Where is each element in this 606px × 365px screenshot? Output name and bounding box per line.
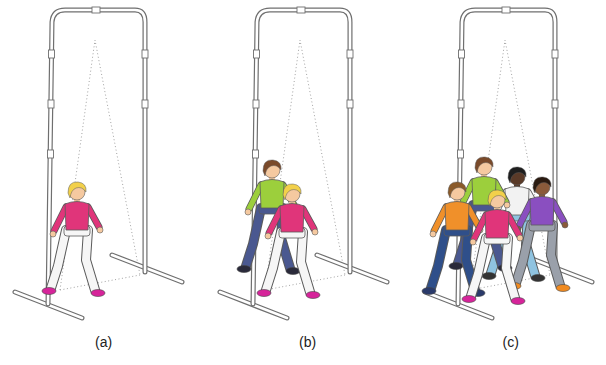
panel-label: (c) [503,334,519,350]
panel-label: (a) [95,334,112,350]
panel-b [220,7,387,318]
panel-c [422,7,592,318]
panel-label: (b) [299,334,316,350]
panel-a [15,7,182,318]
